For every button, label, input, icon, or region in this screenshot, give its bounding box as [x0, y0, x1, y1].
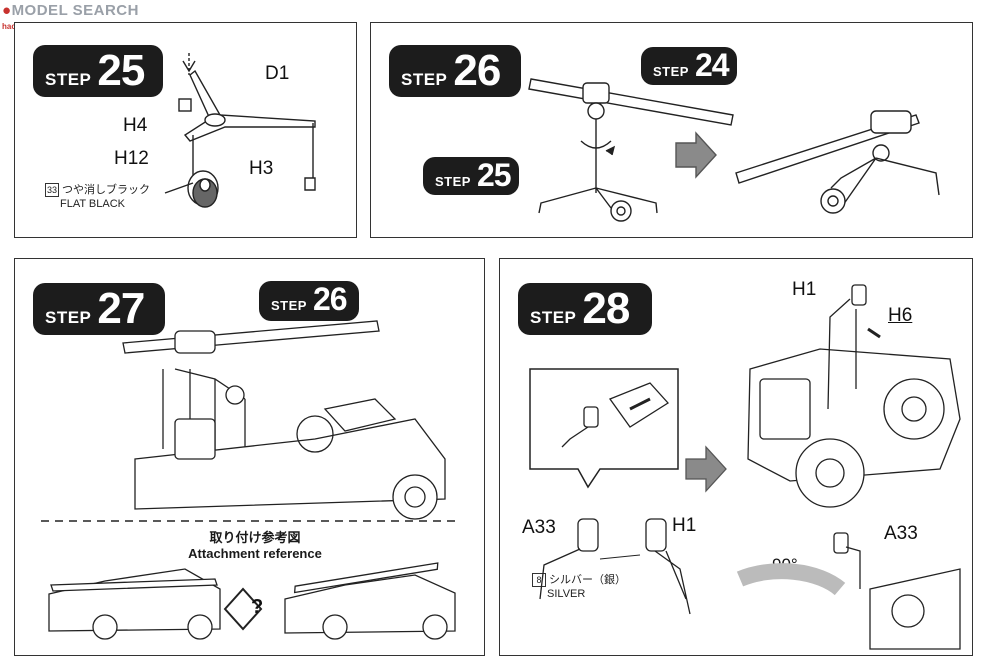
question-mark-icon: ? [251, 596, 264, 618]
part-label-h6: H6 [888, 305, 913, 326]
part-label-h4: H4 [123, 115, 148, 136]
part-label-d1: D1 [265, 63, 290, 84]
mirror-assembly-drawing [529, 284, 961, 650]
part-label-h12: H12 [114, 148, 149, 169]
attachment-reference-title: 取り付け参考図 Attachment reference [188, 530, 322, 561]
part-label-h3: H3 [249, 158, 274, 179]
gun-assembly-drawing [528, 78, 940, 222]
watermark-logo: ●MODEL SEARCH [2, 2, 139, 19]
part-label-h1-top: H1 [792, 279, 817, 300]
part-label-a33-right: A33 [884, 523, 918, 544]
jeep-mount-drawing [41, 320, 461, 640]
part-label-a33-bottom: A33 [522, 517, 556, 538]
tripod-base-drawing [164, 53, 316, 208]
part-label-h1-bottom: H1 [672, 515, 697, 536]
